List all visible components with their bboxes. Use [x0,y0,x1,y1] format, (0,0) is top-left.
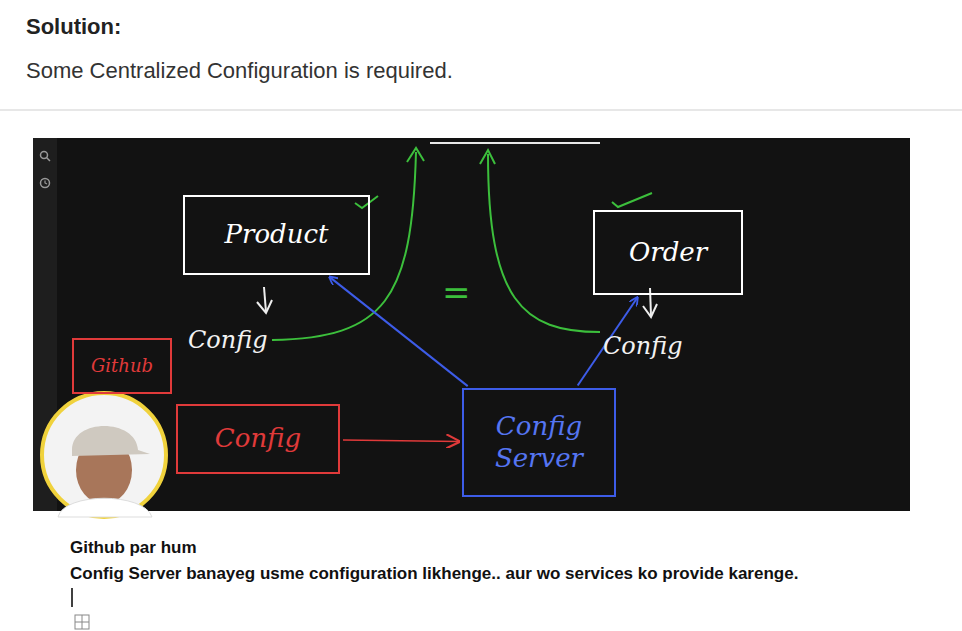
avatar-shirt [58,498,152,517]
partial-line [430,142,600,144]
avatar-cap [72,426,150,456]
avatar-circle [42,393,166,517]
service-box: Order [593,210,743,295]
box-text: Config Server [470,411,608,473]
down-arrow [650,288,651,316]
check-mark [355,196,378,208]
config-note: Config [188,326,268,354]
divider-line [0,110,962,111]
config-file-box: Config [176,404,340,474]
clock-icon [45,181,47,185]
green-curve [480,150,495,164]
clock-icon [41,179,50,188]
config-note: Config [603,332,683,360]
check-mark [612,193,652,207]
down-arrow [264,287,266,312]
arrow-connector [343,440,459,441]
green-curve [407,148,424,162]
search-icon [41,152,48,159]
note-text: Github par hum [70,538,197,558]
box-text: Config [215,423,301,454]
text-cursor [71,588,73,607]
box-text: Product [225,219,329,250]
down-arrow [643,304,657,317]
repo-box: Github [72,338,172,394]
green-curve [488,154,600,332]
box-text: Github [91,355,153,377]
config-server-box: Config Server [462,388,616,497]
equals-sign: = [442,272,471,312]
table-icon [75,622,89,623]
table-icon [75,615,89,629]
search-icon [47,158,51,162]
title-text: Solution: [26,14,121,40]
down-arrow [257,300,272,313]
box-text: Order [629,237,707,268]
subtitle-text: Some Centralized Configuration is requir… [26,58,453,84]
service-box: Product [183,195,370,275]
note-text: Config Server banayeg usme configuration… [70,564,798,584]
